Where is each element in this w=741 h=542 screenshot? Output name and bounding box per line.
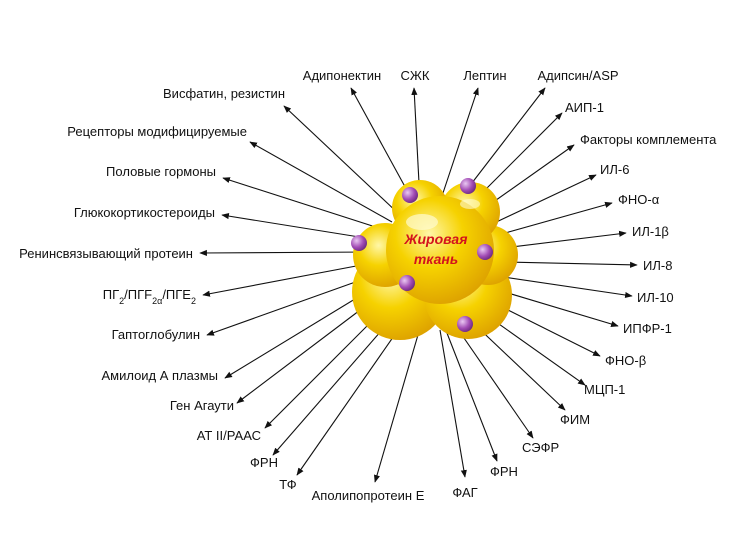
label-ipfr1: ИПФР-1 [623, 321, 672, 336]
arrow-il8 [504, 261, 638, 268]
label-tnf-a: ФНО-α [618, 192, 660, 207]
fat-tissue-cluster [352, 180, 518, 340]
arrow-il1b [502, 230, 627, 249]
arrow-amyloid [224, 284, 379, 379]
arrow-renin [199, 249, 373, 257]
arrow-leptin [439, 87, 479, 203]
arrow-frn-right [444, 327, 498, 462]
label-haptoglobin: Гаптоглобулин [112, 327, 200, 342]
label-szhk: СЖК [401, 68, 430, 83]
center-title-line1: Жировая [404, 231, 468, 247]
label-renin: Ренинсвязывающий протеин [19, 246, 193, 261]
label-apoe: Аполипопротеин Е [312, 488, 425, 503]
arrow-receptors [249, 141, 393, 223]
label-visfatin: Висфатин, резистин [163, 86, 285, 101]
label-il8: ИЛ-8 [643, 258, 672, 273]
arrow-tf [296, 319, 406, 476]
arrow-pg [202, 262, 373, 297]
label-il1b: ИЛ-1β [632, 224, 669, 239]
label-tnf-b: ФНО-β [605, 353, 646, 368]
center-title-line2: ткань [414, 251, 458, 267]
label-aip1: АИП-1 [565, 100, 604, 115]
label-gluco: Глюкокортикостероиды [74, 205, 215, 220]
arrow-il10 [502, 276, 633, 299]
arrow-visfatin [283, 105, 401, 216]
arrow-ipfr1 [497, 289, 619, 327]
label-agouti: Ген Агаути [170, 398, 234, 413]
arrow-il6 [489, 174, 597, 226]
label-il10: ИЛ-10 [637, 290, 674, 305]
label-adiponectin: Адипонектин [303, 68, 381, 83]
labels: Висфатин, резистин Адипонектин СЖК Лепти… [19, 68, 717, 503]
arrow-haptoglobin [206, 274, 376, 336]
label-frn-left: ФРН [250, 455, 278, 470]
arrow-sex [222, 177, 386, 231]
label-amyloid: Амилоид А плазмы [101, 368, 218, 383]
label-sefr: СЭФР [522, 440, 559, 455]
label-complement: Факторы комплемента [580, 132, 717, 147]
arrow-tnf-b [491, 301, 601, 357]
label-mcp1: МЦП-1 [584, 382, 625, 397]
label-fag: ФАГ [452, 485, 477, 500]
label-sex: Половые гормоны [106, 164, 216, 179]
label-fim: ФИМ [560, 412, 590, 427]
arrow-agouti [236, 294, 381, 404]
label-adipsin: Адипсин/ASP [537, 68, 618, 83]
purple-dots [351, 178, 493, 332]
arrow-sefr [454, 324, 534, 439]
label-tf: ТФ [279, 477, 297, 492]
arrow-fag [439, 329, 467, 478]
arrow-gluco [221, 213, 379, 241]
label-frn-right: ФРН [490, 464, 518, 479]
arrow-tnf-a [497, 201, 613, 236]
label-at2: АТ II/РААС [197, 428, 261, 443]
label-receptors: Рецепторы модифицируемые [67, 124, 247, 139]
label-il6: ИЛ-6 [600, 162, 629, 177]
arrow-apoe [373, 327, 421, 483]
label-leptin: Лептин [463, 68, 506, 83]
label-prostaglandins: ПГ2/ПГF2α/ПГЕ2 [103, 287, 196, 306]
arrow-frn-left [272, 314, 396, 456]
